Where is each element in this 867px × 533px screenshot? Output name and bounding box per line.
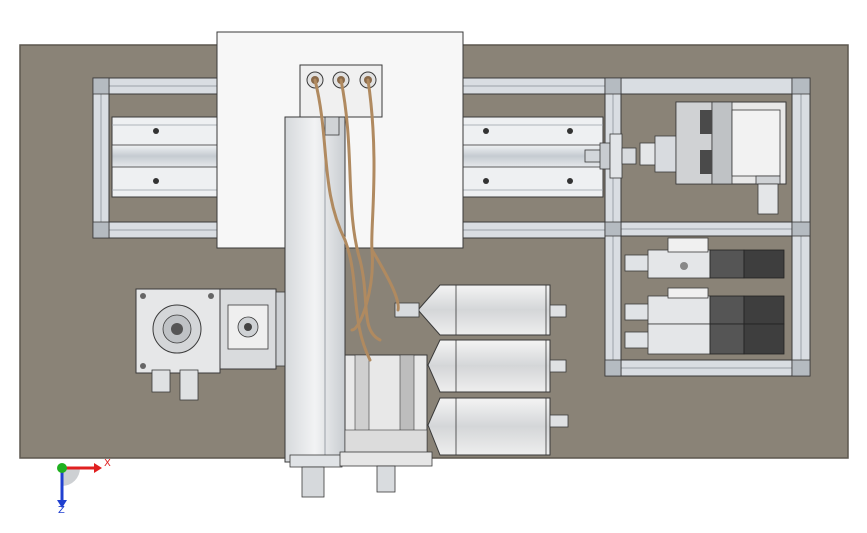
axis-x-label: X [104, 458, 111, 469]
vertical-actuator [284, 116, 346, 498]
frame-profile-right-mid [604, 221, 811, 237]
frame-profile-bottom-right [462, 221, 614, 239]
vacuum-cylinder-1 [394, 284, 567, 336]
frame-profile-right-bottom [604, 359, 811, 377]
vacuum-cylinder-2 [427, 339, 567, 393]
stepper-motor-bottom [339, 354, 433, 493]
linear-rail-right [462, 116, 637, 198]
frame-profile-bottom-left [92, 221, 218, 239]
solenoid-valve-3 [624, 323, 785, 355]
pneumatic-tubes [313, 78, 400, 362]
gear-motor-flange [135, 288, 287, 401]
servo-motor-top-right [639, 101, 787, 215]
corner-brackets [92, 77, 811, 377]
linear-rail-left [111, 116, 218, 198]
frame-profile-left [92, 77, 110, 239]
frame-profile-right-top [604, 77, 811, 95]
axis-triad [57, 463, 102, 508]
vacuum-cylinder-3 [427, 397, 569, 456]
axis-z-label: Z [58, 505, 65, 516]
solenoid-valve-1 [624, 237, 785, 279]
